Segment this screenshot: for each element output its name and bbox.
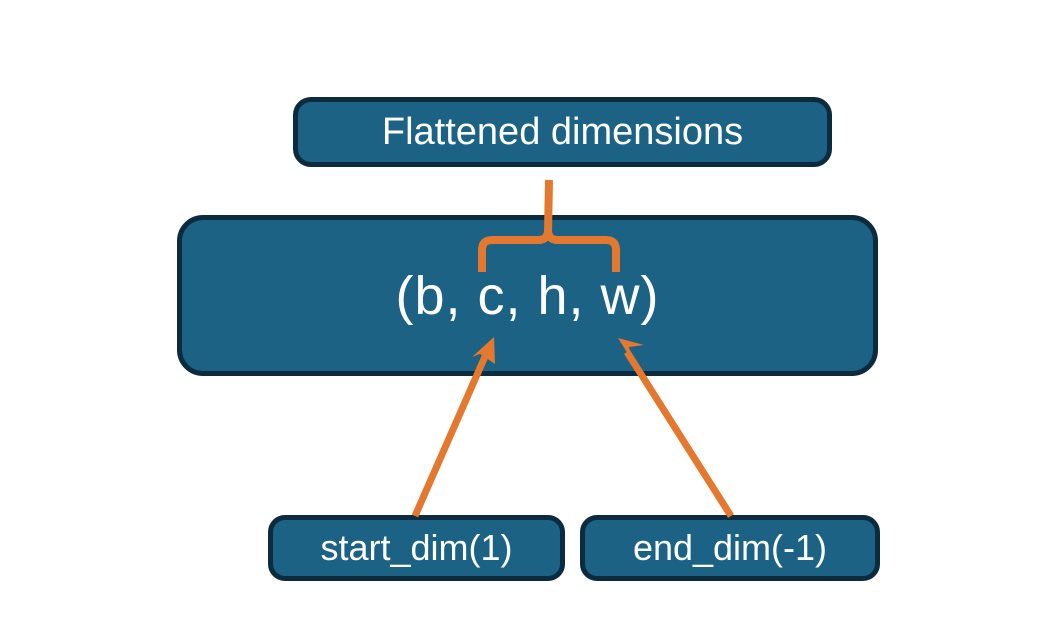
- flattened-dimensions-box: Flattened dimensions: [293, 97, 832, 167]
- flattened-dimensions-label: Flattened dimensions: [381, 111, 744, 153]
- end-dim-label: end_dim(-1): [632, 527, 828, 568]
- start-dim-arrow-line: [411, 350, 491, 518]
- tensor-shape-box: (b, c, h, w): [177, 215, 878, 376]
- start-dim-label: start_dim(1): [320, 527, 513, 568]
- start-dim-box: start_dim(1): [268, 515, 565, 581]
- end-dim-arrow-line: [624, 350, 734, 518]
- tensor-shape-label: (b, c, h, w): [395, 265, 660, 326]
- end-dim-box: end_dim(-1): [580, 515, 880, 581]
